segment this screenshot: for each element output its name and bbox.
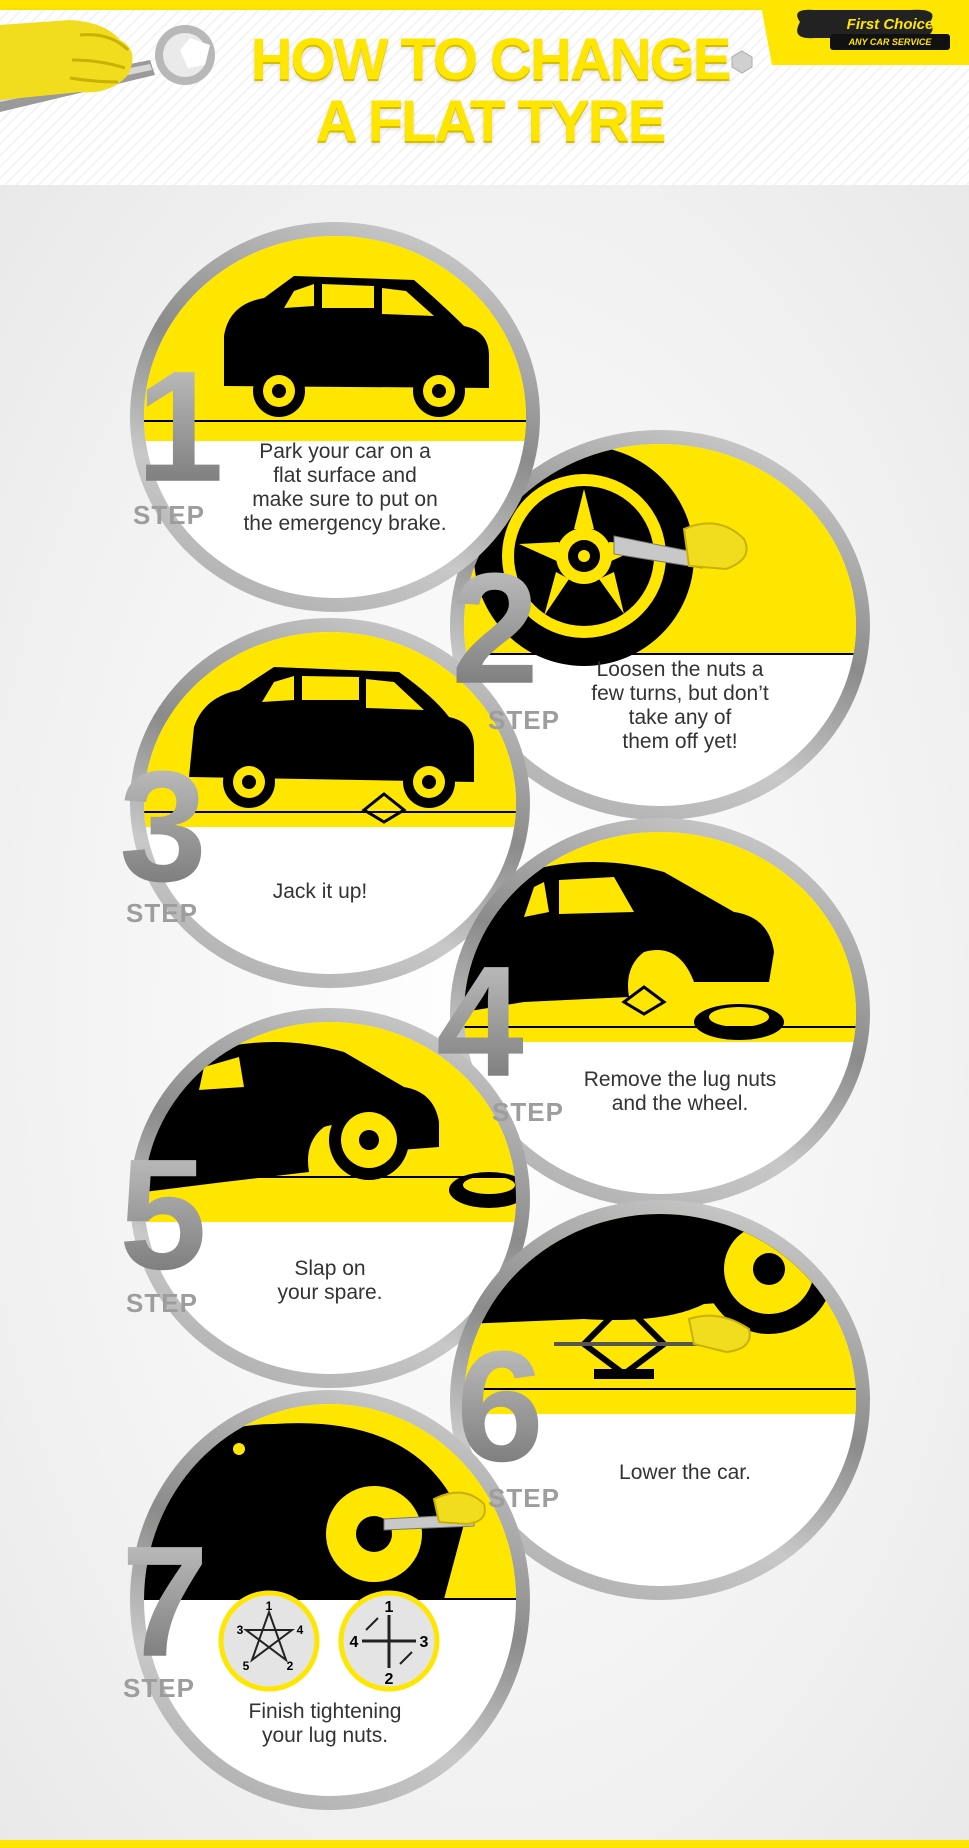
tire-icon bbox=[694, 1004, 784, 1040]
step-5-label: STEP bbox=[126, 1288, 198, 1318]
top-accent-bar bbox=[0, 0, 969, 10]
step-1-label: STEP bbox=[133, 500, 205, 530]
wheel-icon bbox=[704, 1214, 834, 1334]
bolt-icon bbox=[731, 50, 753, 74]
step-7-label: STEP bbox=[123, 1673, 195, 1703]
step-2-label: STEP bbox=[488, 705, 560, 735]
logo-name: First Choice bbox=[846, 16, 934, 33]
svg-text:5: 5 bbox=[243, 1659, 250, 1673]
step-number-text: 4 bbox=[436, 955, 524, 1085]
car-silhouette-icon bbox=[224, 276, 489, 417]
wheel-icon bbox=[329, 1100, 409, 1180]
svg-text:3: 3 bbox=[420, 1634, 429, 1651]
page-title-line1: HOW TO CHANGE bbox=[250, 27, 732, 92]
step-number-text: 6 bbox=[456, 1340, 544, 1470]
jack-icon bbox=[241, 1145, 283, 1176]
step-7-number: 7 bbox=[121, 1535, 209, 1665]
lug-cross-pattern-icon: 1 2 3 4 bbox=[338, 1590, 440, 1692]
jack-icon bbox=[361, 792, 407, 824]
logo-subtitle: ANY CAR SERVICE bbox=[848, 37, 932, 47]
svg-text:2: 2 bbox=[385, 1671, 394, 1688]
step-5-text: Slap on your spare. bbox=[277, 1257, 383, 1304]
svg-text:1: 1 bbox=[385, 1599, 394, 1616]
step-2-number: 2 bbox=[451, 562, 539, 692]
svg-text:2: 2 bbox=[287, 1659, 294, 1673]
svg-text:1: 1 bbox=[266, 1599, 273, 1613]
step-3-circle bbox=[130, 618, 530, 988]
step-7-circle bbox=[130, 1390, 530, 1810]
bottom-accent-bar bbox=[0, 1840, 969, 1848]
step-number-text: 3 bbox=[119, 760, 207, 890]
step-4-number: 4 bbox=[436, 955, 524, 1085]
step-6-label: STEP bbox=[488, 1483, 560, 1513]
logo-badge bbox=[760, 0, 969, 65]
svg-text:4: 4 bbox=[350, 1634, 359, 1651]
svg-text:3: 3 bbox=[237, 1623, 244, 1637]
jack-icon bbox=[621, 985, 667, 1016]
car-silhouette-icon bbox=[144, 1042, 439, 1192]
step-5-circle bbox=[130, 1008, 530, 1388]
step-1-number: 1 bbox=[136, 360, 224, 490]
wheel-icon bbox=[306, 1466, 442, 1602]
step-number-text: 7 bbox=[121, 1535, 209, 1665]
page-title-line2: A FLAT TYRE bbox=[315, 89, 667, 154]
lug-star-pattern-icon: 1 2 3 4 5 bbox=[218, 1590, 320, 1692]
wheel-icon bbox=[474, 446, 694, 666]
step-3-number: 3 bbox=[119, 760, 207, 890]
step-number-text: 1 bbox=[136, 360, 224, 490]
step-6-circle bbox=[450, 1200, 870, 1600]
step-4-label: STEP bbox=[492, 1097, 564, 1127]
step-4-text: Remove the lug nuts and the wheel. bbox=[583, 1068, 777, 1115]
step-number-text: 5 bbox=[119, 1148, 207, 1278]
car-silhouette-icon bbox=[464, 862, 774, 1012]
svg-text:4: 4 bbox=[297, 1623, 304, 1637]
step-1-text: Park your car on a flat surface and make… bbox=[243, 440, 447, 535]
step-5-number: 5 bbox=[119, 1148, 207, 1278]
step-2-text: Loosen the nuts a few turns, but don’t t… bbox=[591, 658, 769, 753]
step-7-text: Finish tightening your lug nuts. bbox=[248, 1700, 402, 1747]
step-3-label: STEP bbox=[126, 898, 198, 928]
step-1-circle bbox=[130, 222, 540, 612]
car-silhouette-icon bbox=[189, 667, 474, 808]
step-6-text: Lower the car. bbox=[619, 1461, 751, 1484]
step-number-text: 2 bbox=[451, 562, 539, 692]
step-6-number: 6 bbox=[456, 1340, 544, 1470]
gloved-hand-wrench-icon bbox=[0, 20, 215, 112]
step-3-text: Jack it up! bbox=[272, 880, 368, 903]
